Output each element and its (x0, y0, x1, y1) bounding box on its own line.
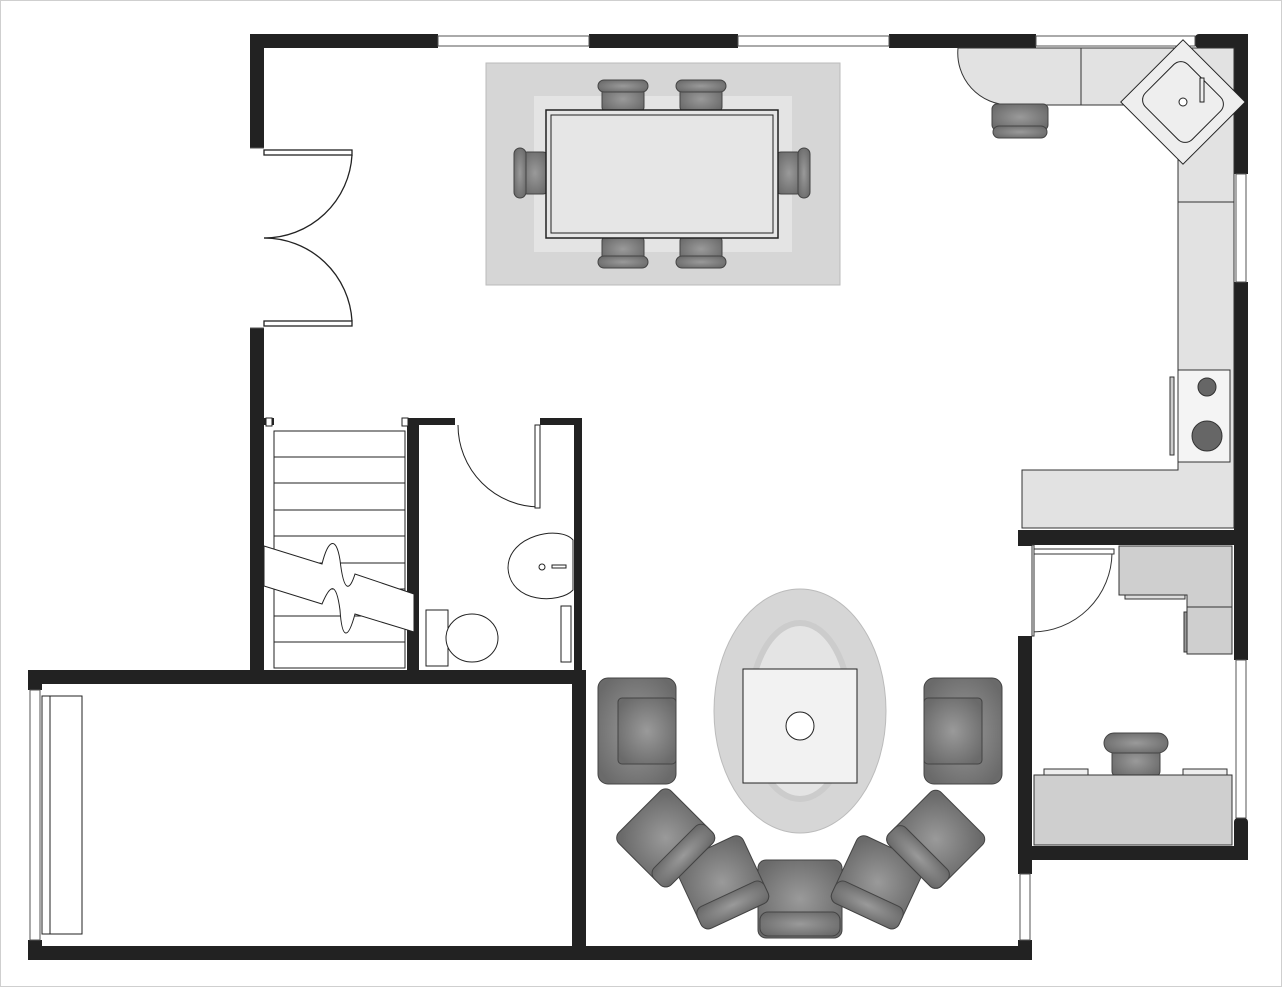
dining-set (485, 62, 841, 286)
stove-burner (1191, 420, 1223, 452)
entry-double-door[interactable] (263, 149, 353, 327)
office (1031, 544, 1233, 846)
walls (28, 34, 1248, 960)
living-room-set (597, 588, 1003, 939)
stove-burner (1197, 377, 1217, 397)
office-chair (1103, 732, 1169, 778)
window-right-1 (1235, 173, 1247, 283)
window-right-2 (1235, 659, 1247, 819)
window-bottom (1019, 873, 1031, 941)
office-desk (1033, 774, 1233, 846)
garage-bench (41, 695, 83, 935)
windows (29, 35, 1247, 941)
toilet-bowl (445, 613, 499, 663)
staircase (263, 417, 415, 669)
kitchen-stool (991, 103, 1049, 139)
bathroom-fixtures (425, 424, 574, 667)
kitchen-counters (957, 39, 1246, 529)
towel-bar (560, 605, 572, 663)
armchair-left (597, 677, 677, 785)
window-top-2 (737, 35, 890, 47)
dining-table (545, 109, 779, 239)
sectional-sofa (616, 788, 986, 939)
armchair-right (923, 677, 1003, 785)
dining-chairs (513, 79, 811, 269)
toilet-tank (425, 609, 449, 667)
window-garage (29, 689, 41, 941)
bathroom-door[interactable] (457, 424, 541, 508)
window-top-3 (1035, 35, 1196, 47)
office-cabinets (1118, 545, 1233, 655)
window-top-1 (437, 35, 590, 47)
office-door[interactable] (1031, 552, 1113, 633)
